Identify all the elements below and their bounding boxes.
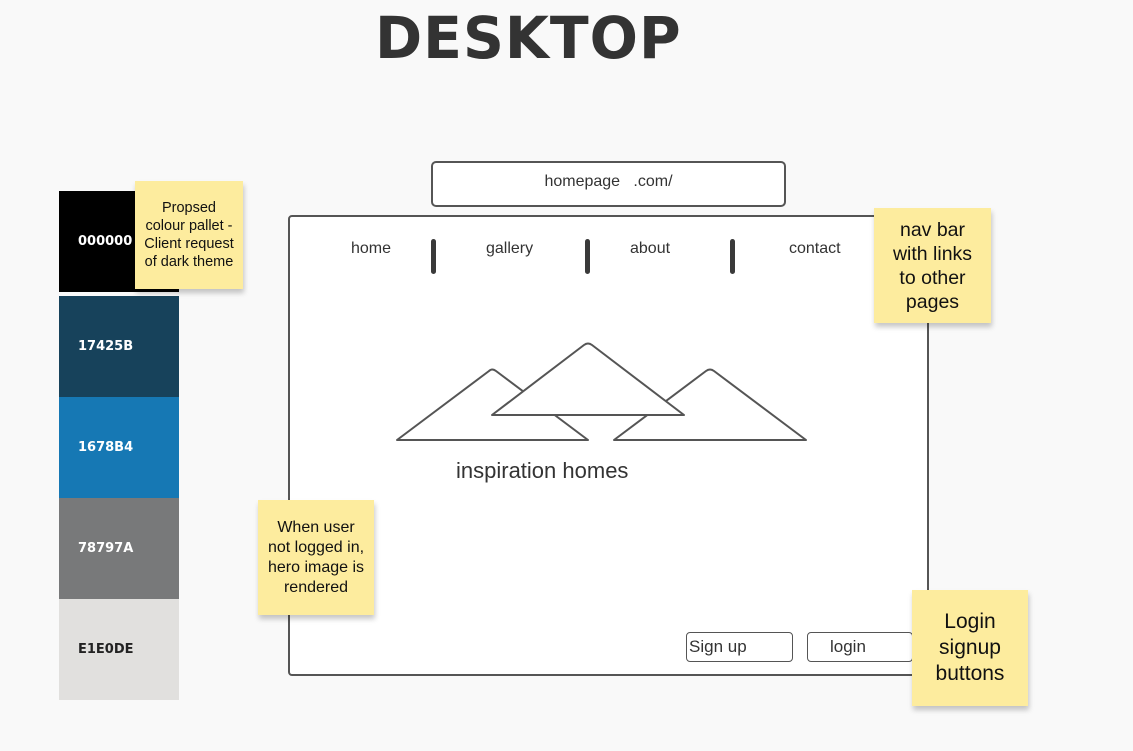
signup-button[interactable]: Sign up <box>686 632 793 662</box>
url-text: homepage .com/ <box>544 173 673 190</box>
note-text: nav bar with links to other pages <box>892 218 973 313</box>
swatch-label: 1678B4 <box>78 440 134 455</box>
note-text: Propsed colour pallet - Client request o… <box>144 200 234 270</box>
nav-link-home[interactable]: home <box>351 240 392 257</box>
wireframe-window <box>288 215 929 676</box>
note-text: When user not logged in, hero image is r… <box>267 518 365 596</box>
swatch-label: 000000 <box>78 234 133 249</box>
palette-swatch: E1E0DE <box>59 599 179 700</box>
nav-divider <box>585 239 590 274</box>
swatch-label: 17425B <box>78 339 134 354</box>
palette-swatch: 17425B <box>59 296 179 397</box>
page-title: DESKTOP <box>375 4 682 72</box>
sticky-note-nav: nav bar with links to other pages <box>874 208 991 323</box>
nav-divider <box>730 239 735 274</box>
url-bar[interactable]: homepage .com/ <box>431 161 786 207</box>
nav-link-about[interactable]: about <box>630 240 671 257</box>
nav-link-gallery[interactable]: gallery <box>486 240 534 257</box>
swatch-label: E1E0DE <box>78 642 134 657</box>
swatch-label: 78797A <box>78 541 134 556</box>
palette-swatch: 78797A <box>59 498 179 599</box>
note-text: Login signup buttons <box>935 610 1005 685</box>
brand-name: inspiration homes <box>456 458 629 483</box>
nav-divider <box>431 239 436 274</box>
sticky-note-hero: When user not logged in, hero image is r… <box>258 500 374 615</box>
nav-link-contact[interactable]: contact <box>789 240 841 257</box>
sticky-note-palette: Propsed colour pallet - Client request o… <box>135 181 243 289</box>
login-button[interactable]: login <box>807 632 913 662</box>
sticky-note-buttons: Login signup buttons <box>912 590 1028 706</box>
palette-swatch: 1678B4 <box>59 397 179 498</box>
